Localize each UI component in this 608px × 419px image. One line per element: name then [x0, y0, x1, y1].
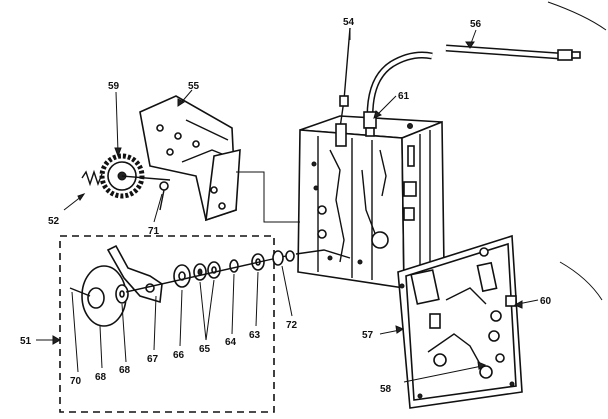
- cover-plate-57-60: [397, 234, 523, 409]
- spring-52: [63, 169, 103, 211]
- callout-55: 55: [188, 81, 200, 92]
- callout-51: 51: [20, 336, 32, 347]
- callout-72: 72: [286, 320, 298, 331]
- callout-66: 66: [173, 350, 185, 361]
- rod-54: [335, 27, 351, 147]
- callout-61: 61: [398, 91, 410, 102]
- callout-68-left: 68: [95, 372, 107, 383]
- callout-59: 59: [108, 81, 120, 92]
- subassembly-51-dashed-box: [59, 235, 275, 413]
- callout-70: 70: [70, 376, 82, 387]
- fitting-61: [363, 111, 377, 137]
- callout-63: 63: [249, 330, 261, 341]
- washer-72: [272, 250, 295, 266]
- capillary-tube-56: [366, 44, 581, 117]
- callout-52: 52: [48, 216, 60, 227]
- callout-64: 64: [225, 337, 237, 348]
- screw-71: [159, 181, 169, 211]
- callout-57: 57: [362, 330, 374, 341]
- edge-curve-right: [559, 261, 603, 301]
- callout-71: 71: [148, 226, 160, 237]
- subassembly-51: [69, 244, 287, 327]
- edge-curve-top: [547, 1, 607, 31]
- callout-60: 60: [540, 296, 552, 307]
- callout-65: 65: [199, 344, 211, 355]
- gear-59: [99, 153, 171, 199]
- callout-67: 67: [147, 354, 159, 365]
- main-housing: [295, 115, 445, 290]
- callout-56: 56: [470, 19, 482, 30]
- leader-bracket-housing: [236, 171, 300, 223]
- callout-54: 54: [343, 17, 355, 28]
- bracket-plate-55: [139, 95, 241, 222]
- callout-58: 58: [380, 384, 392, 395]
- callout-68-right: 68: [119, 365, 131, 376]
- leader-lines: [36, 28, 539, 383]
